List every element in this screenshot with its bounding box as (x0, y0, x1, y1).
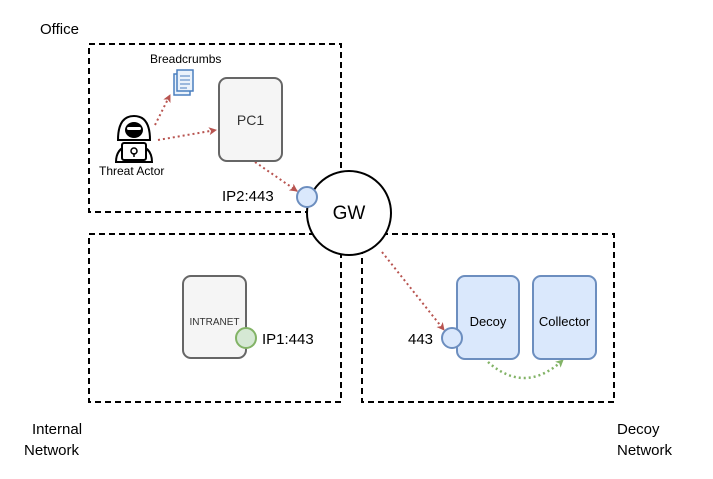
arrow-decoy-to-collector (487, 359, 564, 380)
office-zone (88, 43, 342, 213)
gw-port[interactable] (296, 186, 318, 208)
decoy-network-label-line1: Decoy (617, 421, 660, 438)
intranet-label: INTRANET (189, 317, 240, 328)
gw-node[interactable] (306, 170, 392, 256)
internal-network-zone (88, 233, 342, 403)
pc1-label: PC1 (236, 112, 265, 128)
gw-port-label: IP2:443 (222, 188, 274, 205)
internal-network-label-line2: Network (24, 442, 80, 459)
intranet-port-label: IP1:443 (262, 331, 314, 348)
gw-label: GW (332, 203, 366, 224)
internal-network-label: Internal Network (24, 419, 83, 461)
decoy-port-label: 443 (408, 331, 434, 348)
intranet-node[interactable] (182, 275, 247, 359)
pc1-node[interactable] (218, 77, 283, 162)
decoy-network-label-line2: Network (617, 442, 673, 459)
internal-network-label-line1: Internal (32, 421, 83, 438)
decoy-network-zone (361, 233, 615, 403)
decoy-network-label: Decoy Network (617, 419, 672, 461)
document-icon (173, 69, 194, 96)
decoy-node[interactable] (456, 275, 520, 360)
arrow-actor-to-breadcrumbs (154, 94, 171, 126)
arrow-gw-to-decoy-port (381, 251, 445, 331)
hacker-icon (114, 114, 154, 163)
intranet-port[interactable] (235, 327, 257, 349)
collector-node[interactable] (532, 275, 597, 360)
threat-actor-label: Threat Actor (99, 164, 165, 178)
arrow-actor-to-pc1 (157, 127, 217, 141)
arrow-pc1-to-gw-port (254, 161, 298, 192)
breadcrumbs-label: Breadcrumbs (150, 52, 222, 66)
decoy-label: Decoy (469, 314, 507, 329)
office-zone-label: Office (40, 21, 79, 38)
collector-label: Collector (538, 314, 591, 329)
decoy-port[interactable] (441, 327, 463, 349)
